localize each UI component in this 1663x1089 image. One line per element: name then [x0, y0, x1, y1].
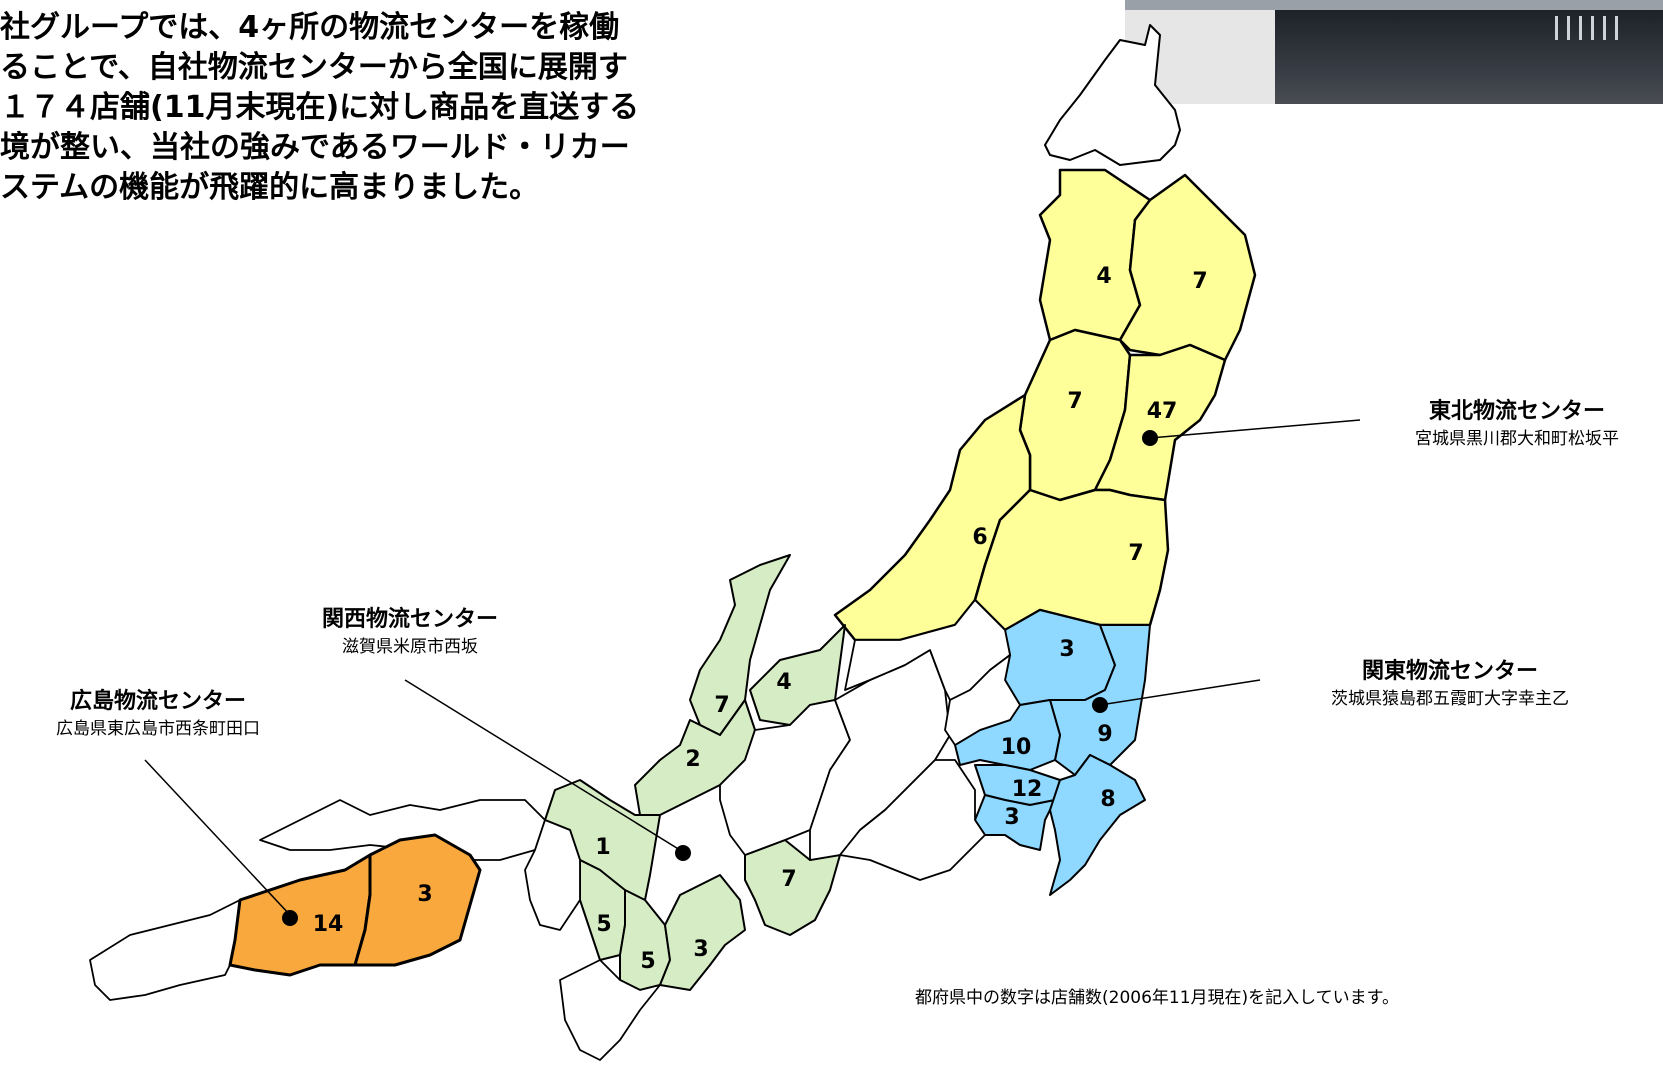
store-count-kanagawa: 3 [1004, 805, 1019, 830]
store-count-labels: 4 7 7 47 6 7 3 9 10 12 3 8 4 7 2 1 7 5 5… [313, 264, 1208, 974]
center-address: 宮城県黒川郡大和町松坂平 [1415, 429, 1619, 449]
store-count-aichi: 7 [781, 867, 796, 892]
prefecture-wakayama [559, 959, 661, 1061]
center-address: 滋賀県米原市西坂 [342, 637, 478, 657]
prefecture-nara [619, 889, 671, 991]
prefecture-miyagi [1093, 343, 1227, 502]
store-count-tochigi: 3 [1059, 637, 1074, 662]
prefecture-chiba [1049, 754, 1146, 896]
center-marker-tohoku [1142, 430, 1158, 446]
store-count-tokyo: 12 [1012, 777, 1043, 802]
store-count-osaka: 5 [596, 912, 611, 937]
center-label-kanto: 関東物流センター 茨城県猿島郡五霞町大字幸主乙 [1280, 657, 1620, 711]
intro-line: 境が整い、当社の強みであるワールド・リカー [0, 130, 630, 165]
intro-line: １７４店舗(11月末現在)に対し商品を直送する [0, 90, 640, 125]
store-count-yamagata: 6 [972, 525, 987, 550]
center-label-kansai: 関西物流センター 滋賀県米原市西坂 [300, 605, 520, 659]
center-address: 広島県東広島市西条町田口 [56, 719, 260, 739]
leader-line-kanto [1099, 679, 1261, 706]
store-count-akita: 7 [1067, 389, 1082, 414]
center-markers [282, 430, 1158, 926]
prefecture-gunma [944, 654, 1021, 746]
prefecture-hokkaido [1044, 24, 1181, 166]
center-address: 茨城県猿島郡五霞町大字幸主乙 [1331, 689, 1569, 709]
center-label-hiroshima: 広島物流センター 広島県東広島市西条町田口 [8, 687, 308, 741]
footnote: 都府県中の数字は店舗数(2006年11月現在)を記入しています。 [915, 988, 1399, 1008]
store-count-fukui: 2 [685, 747, 700, 772]
center-name: 関西物流センター [321, 607, 498, 632]
intro-text: 社グループでは、4ヶ所の物流センターを稼働 ることで、自社物流センターから全国に… [0, 8, 820, 208]
warehouse-photo [1125, 0, 1663, 104]
prefecture-hyogo [524, 819, 581, 931]
store-count-fukushima: 7 [1128, 541, 1143, 566]
leader-lines [144, 419, 1361, 916]
center-marker-kanto [1092, 697, 1108, 713]
leader-line-tohoku [1149, 419, 1361, 439]
store-count-ibaraki: 9 [1097, 722, 1112, 747]
center-name: 広島物流センター [69, 689, 246, 714]
store-count-toyama: 4 [776, 670, 791, 695]
intro-line: ることで、自社物流センターから全国に展開す [0, 50, 628, 85]
store-count-chiba: 8 [1100, 787, 1115, 812]
store-count-aomori: 4 [1096, 264, 1111, 289]
center-name: 関東物流センター [1361, 659, 1538, 684]
store-count-iwate: 7 [1192, 269, 1207, 294]
center-marker-kansai [675, 845, 691, 861]
prefecture-yamanashi-shizuoka [839, 759, 986, 881]
leader-line-kansai [404, 679, 681, 851]
intro-line: ステムの機能が飛躍的に高まりました。 [0, 170, 540, 205]
store-count-kyoto: 1 [595, 835, 610, 860]
store-count-saitama: 10 [1001, 735, 1032, 760]
store-count-okayama: 3 [417, 882, 432, 907]
prefecture-aichi [744, 839, 841, 936]
store-count-hiroshima: 14 [313, 912, 344, 937]
center-label-tohoku: 東北物流センター 宮城県黒川郡大和町松坂平 [1372, 397, 1662, 451]
prefecture-fukui [634, 699, 756, 816]
prefecture-yamaguchi [89, 899, 246, 1001]
prefecture-fukushima [973, 488, 1170, 632]
store-count-mie: 3 [693, 937, 708, 962]
store-count-miyagi: 47 [1147, 399, 1178, 424]
store-count-nara: 5 [640, 949, 655, 974]
leader-line-hiroshima [144, 759, 291, 916]
intro-line: 社グループでは、4ヶ所の物流センターを稼働 [0, 10, 620, 45]
store-count-ishikawa: 7 [714, 693, 729, 718]
center-marker-hiroshima [282, 910, 298, 926]
center-name: 東北物流センター [1428, 399, 1605, 424]
prefecture-okayama [353, 833, 482, 967]
prefecture-mie [659, 874, 746, 991]
